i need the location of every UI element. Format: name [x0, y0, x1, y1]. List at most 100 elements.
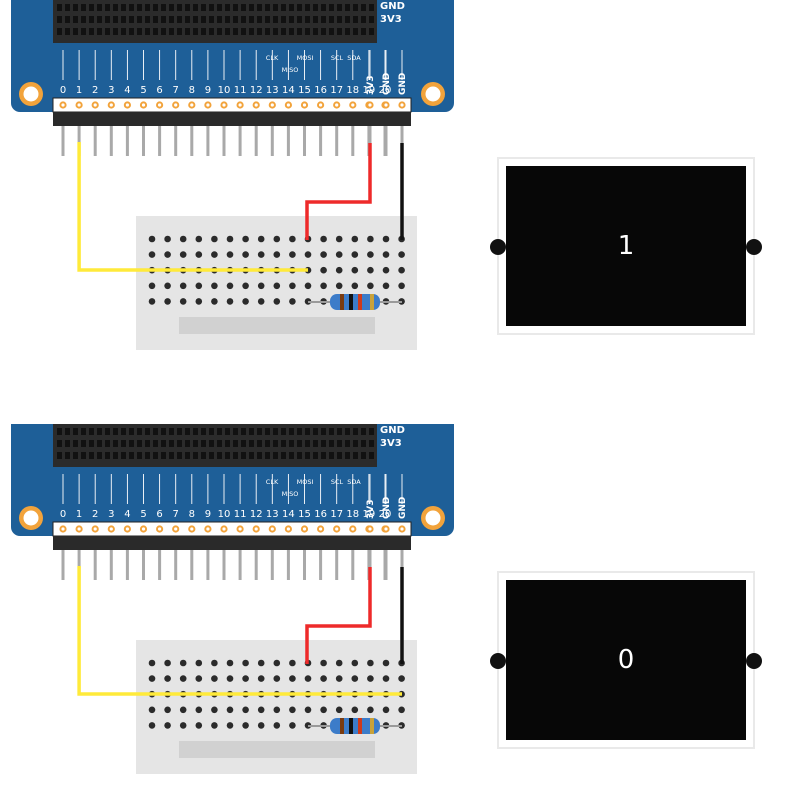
header-socket: [225, 440, 230, 447]
header-socket: [97, 16, 102, 23]
header-socket: [337, 452, 342, 459]
header-socket: [321, 440, 326, 447]
pin-number-label: 11: [234, 509, 247, 520]
top-readout-value: 1: [617, 231, 635, 261]
header-socket: [105, 440, 110, 447]
breadboard-hole: [226, 298, 234, 305]
pin-leg: [142, 126, 145, 156]
breadboard-hole: [382, 235, 390, 243]
breadboard-hole: [195, 722, 203, 729]
header-socket: [321, 28, 326, 35]
pin-pad-hole: [302, 103, 307, 107]
header-socket: [73, 440, 78, 447]
breadboard-hole: [367, 251, 374, 258]
pin-pad-hole: [158, 103, 162, 107]
pin-pad-hole: [174, 103, 178, 107]
bus-label-miso: MISO: [282, 66, 299, 74]
pin-leg: [319, 550, 323, 580]
breadboard-hole: [273, 706, 281, 714]
pin-number-label: 7: [173, 85, 179, 96]
pin-pad-hole: [384, 527, 388, 531]
header-label: GND: [380, 1, 405, 12]
header-socket: [65, 28, 70, 35]
pin-leg: [158, 126, 162, 156]
header-socket: [313, 440, 318, 447]
signal-wire: [77, 566, 402, 696]
header-socket: [65, 452, 70, 459]
breadboard-hole: [398, 282, 405, 290]
breadboard-hole: [257, 706, 265, 714]
breadboard-hole: [382, 659, 390, 667]
header-socket: [305, 28, 310, 35]
breadboard-hole: [164, 675, 171, 682]
breadboard-hole: [335, 675, 343, 682]
breadboard-hole: [195, 251, 203, 258]
header-socket: [281, 4, 286, 11]
header-socket: [289, 428, 294, 435]
breadboard-hole: [289, 251, 296, 258]
header-socket: [89, 440, 94, 447]
header-socket: [329, 16, 334, 23]
header-socket: [305, 16, 310, 23]
pin-pad-hole: [222, 527, 226, 531]
header-socket: [121, 4, 126, 11]
header-socket: [73, 16, 78, 23]
header-socket: [137, 16, 142, 23]
header-socket: [169, 16, 174, 23]
pin-leg: [368, 550, 372, 580]
header-socket: [337, 28, 342, 35]
header-socket: [201, 428, 206, 435]
pin-leg: [61, 550, 65, 580]
header-socket: [225, 16, 230, 23]
header-socket: [217, 4, 222, 11]
header-socket: [145, 4, 150, 11]
header-socket: [329, 440, 334, 447]
breadboard-hole: [351, 282, 359, 290]
breadboard-hole: [148, 722, 156, 729]
resistor-band: [358, 718, 362, 734]
header-socket: [241, 452, 246, 459]
pin-leg: [77, 550, 81, 580]
breadboard-hole: [320, 659, 327, 667]
breadboard-hole: [273, 251, 281, 258]
breadboard-hole: [211, 235, 218, 243]
breadboard-hole: [148, 251, 156, 258]
breadboard-hole: [148, 675, 156, 682]
header-socket: [81, 428, 86, 435]
header-socket: [217, 28, 222, 35]
breadboard-hole: [320, 266, 327, 274]
header-socket: [337, 440, 342, 447]
breadboard-hole: [226, 706, 234, 714]
pin-pad-hole: [368, 103, 372, 107]
header-socket: [121, 452, 126, 459]
breadboard-hole: [195, 706, 203, 714]
header-socket: [145, 452, 150, 459]
header-socket: [209, 452, 214, 459]
pin-number-label: 10: [218, 85, 231, 96]
pin-leg: [254, 550, 258, 580]
header-socket: [169, 28, 174, 35]
header-socket: [361, 16, 366, 23]
header-socket: [225, 28, 230, 35]
header-socket: [345, 440, 350, 447]
header-socket: [161, 16, 166, 23]
pin-pad-hole: [286, 103, 290, 107]
mounting-hole-right-center: [425, 510, 441, 526]
breadboard-hole: [335, 266, 343, 274]
header-socket: [361, 428, 366, 435]
pin-number-label: 14: [282, 509, 295, 520]
rail-label: GND: [382, 73, 392, 95]
header-label: 3V3: [380, 438, 402, 449]
pin-pad-hole: [77, 103, 81, 107]
breadboard-hole: [304, 251, 312, 258]
header-socket: [281, 428, 286, 435]
pin-leg: [400, 126, 404, 156]
header-socket: [73, 28, 78, 35]
header-socket: [153, 16, 158, 23]
breadboard-hole: [398, 706, 405, 714]
pin-leg: [77, 126, 81, 156]
header-socket: [113, 452, 118, 459]
header-socket: [273, 28, 278, 35]
